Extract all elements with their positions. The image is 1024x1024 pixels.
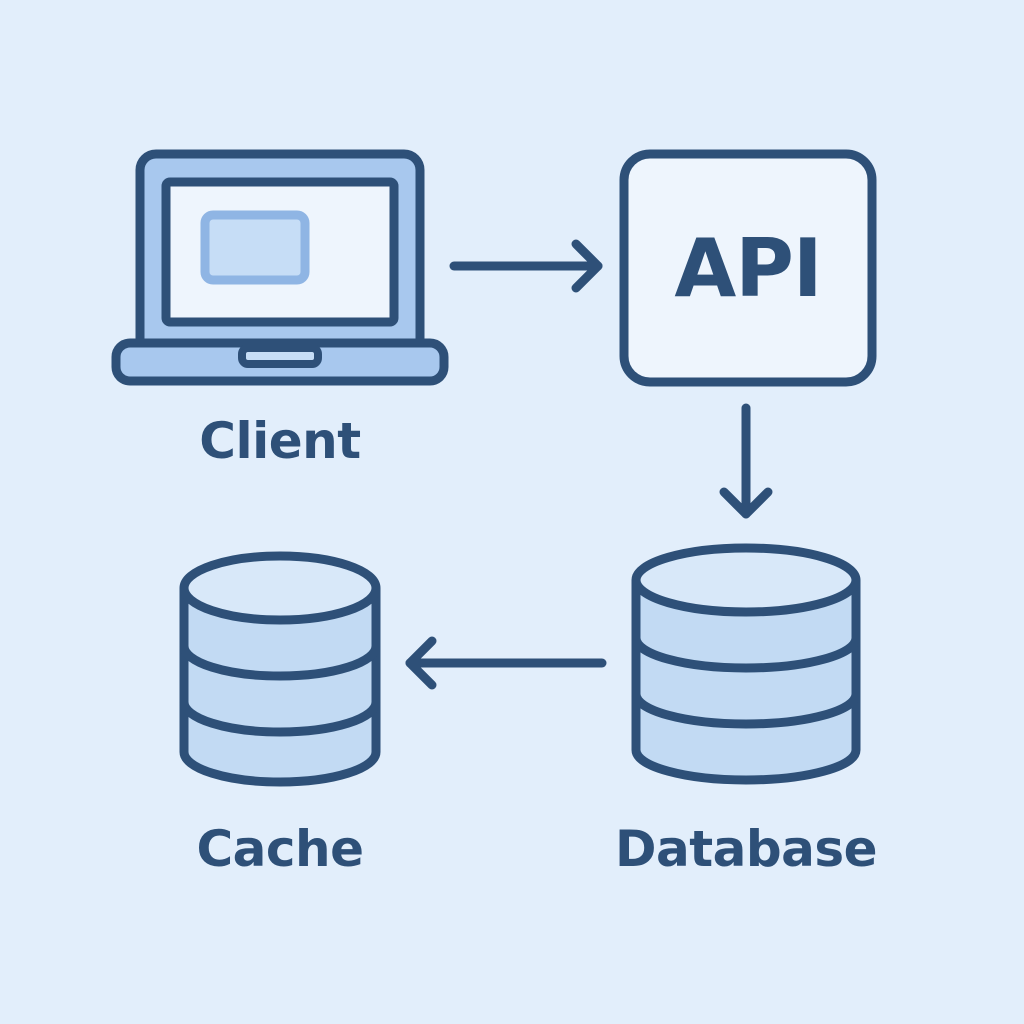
api-icon-text: API <box>674 221 822 315</box>
api-box-icon <box>619 149 877 387</box>
screen-window-icon <box>200 210 310 285</box>
database-icon <box>631 543 861 785</box>
client-label: Client <box>199 412 361 470</box>
laptop-trackpad-notch <box>238 344 322 368</box>
arrow-api-to-database <box>719 403 773 519</box>
cache-database-icon <box>179 551 381 787</box>
arrow-client-to-api <box>449 239 603 293</box>
database-label: Database <box>614 820 878 878</box>
cache-label: Cache <box>196 820 364 878</box>
arrow-database-to-cache <box>405 636 607 690</box>
laptop-icon <box>111 149 449 386</box>
